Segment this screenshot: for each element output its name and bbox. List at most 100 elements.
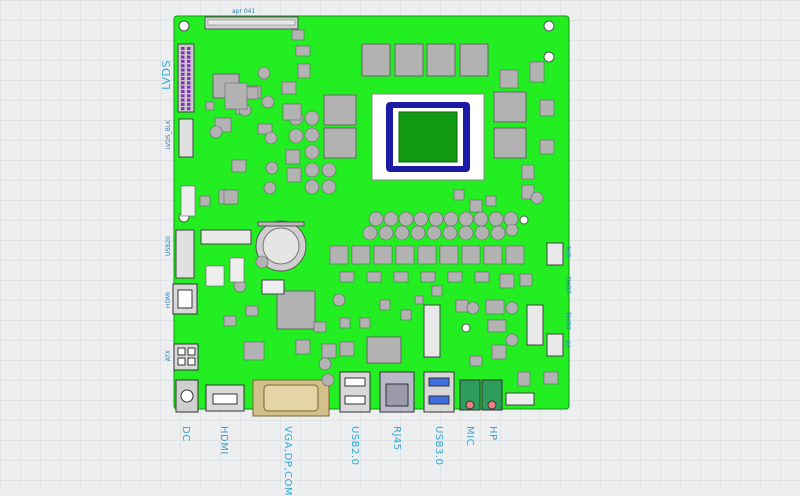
atx-pin (187, 357, 196, 366)
smd-component (379, 299, 391, 311)
usb30-slot (428, 395, 450, 405)
smd-component (282, 103, 302, 121)
mount-hole (178, 20, 190, 32)
atx-pin (177, 347, 186, 356)
mount-hole (543, 20, 555, 32)
capacitor (505, 223, 519, 237)
lvds-pin (187, 94, 191, 98)
lvds-pin (181, 64, 185, 68)
smd-component (359, 317, 371, 329)
lvds-pin (181, 72, 185, 76)
ic-chip (223, 189, 239, 205)
power-inductor (493, 91, 527, 123)
smd-component (485, 195, 497, 207)
capacitor (426, 225, 442, 241)
smd-component (321, 343, 337, 359)
smd-component (205, 101, 215, 111)
mosfet (417, 245, 437, 265)
lvds-pin (187, 77, 191, 81)
usb-header (175, 229, 195, 279)
smd-component (521, 184, 535, 200)
audio-codec (366, 336, 402, 364)
smd-component (281, 81, 297, 95)
capacitor (264, 131, 278, 145)
small-chip (366, 271, 382, 283)
power-inductor (493, 127, 527, 159)
smd-component (285, 149, 301, 165)
capacitor (505, 333, 519, 347)
small-chip (420, 271, 436, 283)
side-hdmi-connector (172, 283, 198, 315)
small-chip (447, 271, 463, 283)
lvds-pin (181, 81, 185, 85)
lvds-pin (181, 90, 185, 93)
smd-component (295, 339, 311, 355)
label-top-connector: apr 041 (232, 8, 256, 15)
atx-pin (187, 347, 196, 356)
lvds-pin (181, 55, 185, 59)
msata-slot (423, 304, 441, 358)
label-atx: ATX (165, 350, 172, 362)
top-connector-body (207, 19, 296, 26)
capacitor (265, 161, 279, 175)
small-header (261, 279, 285, 295)
label-hp: HP (487, 426, 498, 441)
capacitor (318, 357, 332, 371)
capacitor (428, 211, 444, 227)
capacitor (304, 127, 320, 143)
capacitor (378, 225, 394, 241)
label-com3: COM3 (566, 312, 573, 330)
smd-component (295, 45, 311, 57)
lvds-header (177, 43, 195, 113)
smd-component (431, 285, 443, 297)
smd-component (297, 63, 311, 79)
lvds-pin (187, 102, 191, 106)
capacitor (368, 211, 384, 227)
capacitor (261, 95, 275, 109)
label-vga-dp-com: VGA,DP,COM (282, 426, 293, 496)
atx-pin (177, 357, 186, 366)
smd-component (245, 305, 259, 317)
label-lvds: LVDS (160, 60, 173, 90)
smd-component (469, 199, 483, 213)
lvds-pin (187, 90, 191, 93)
label-com2: COM2 (566, 276, 573, 294)
lvds-pin (181, 51, 185, 55)
smd-component (543, 371, 559, 385)
smd-component (400, 309, 412, 321)
lvds-pin (187, 55, 191, 59)
mosfet (395, 245, 415, 265)
label-dc: DC (180, 426, 191, 442)
power-inductor (323, 94, 357, 126)
smd-component (517, 371, 531, 387)
smd-component (529, 61, 545, 83)
smd-component (487, 319, 507, 333)
capacitor (413, 211, 429, 227)
mic-jack-hole (465, 400, 475, 410)
mosfet (505, 245, 525, 265)
lvds-pin (181, 77, 185, 81)
capacitor (410, 225, 426, 241)
capacitor (321, 373, 335, 387)
label-lvds-blk: LVDS_BLK (165, 120, 172, 150)
lvds-pin (187, 51, 191, 55)
lvds-pin (181, 47, 185, 50)
capacitor (321, 162, 337, 178)
mount-hole (519, 215, 529, 225)
power-inductor (323, 127, 357, 159)
spk-header (546, 242, 564, 266)
capacitor (209, 125, 223, 139)
pin-header (205, 265, 225, 287)
hdmi-port (205, 384, 245, 412)
capacitor (321, 179, 337, 195)
header-slot (526, 304, 544, 346)
mosfet (329, 245, 349, 265)
mosfet (483, 245, 503, 265)
capacitor (488, 211, 504, 227)
ic-chip (224, 82, 248, 110)
capacitor (490, 225, 506, 241)
capacitor (257, 66, 271, 80)
lvds-pin (187, 72, 191, 76)
